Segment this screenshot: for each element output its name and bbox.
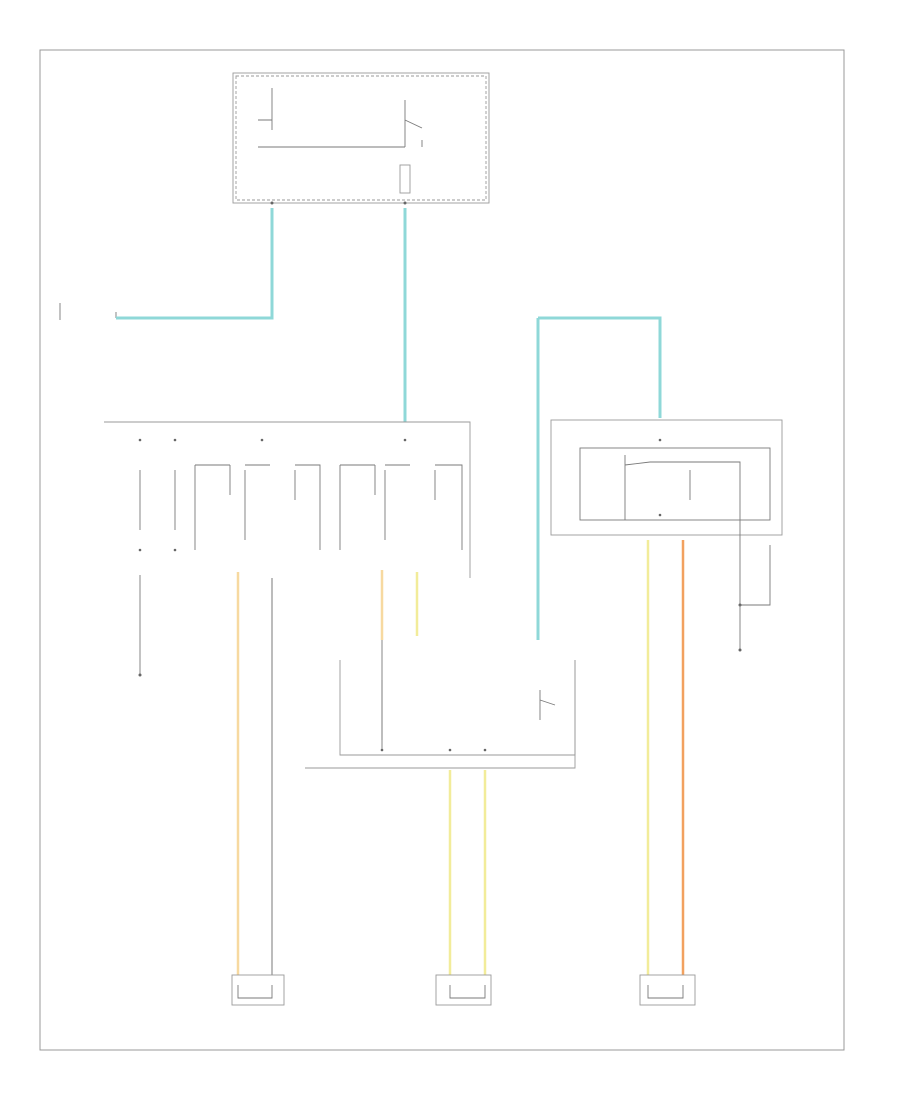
- driver-seat-heater: [231, 974, 285, 1006]
- instrument-cluster: [59, 303, 117, 320]
- passenger-seat-heater: [435, 974, 492, 1006]
- diagram-frame: [39, 49, 845, 1051]
- heated-seat-switch-front: [104, 421, 471, 677]
- rear-seat-heater: [639, 974, 696, 1006]
- passenger-heated-seat-switch: [305, 660, 576, 769]
- central-junction-box: [232, 72, 490, 205]
- wire-cluster-to-junction: [116, 208, 274, 320]
- rear-heated-seat-switch: [550, 419, 783, 652]
- wire-junction-to-rear-switch: [538, 316, 662, 418]
